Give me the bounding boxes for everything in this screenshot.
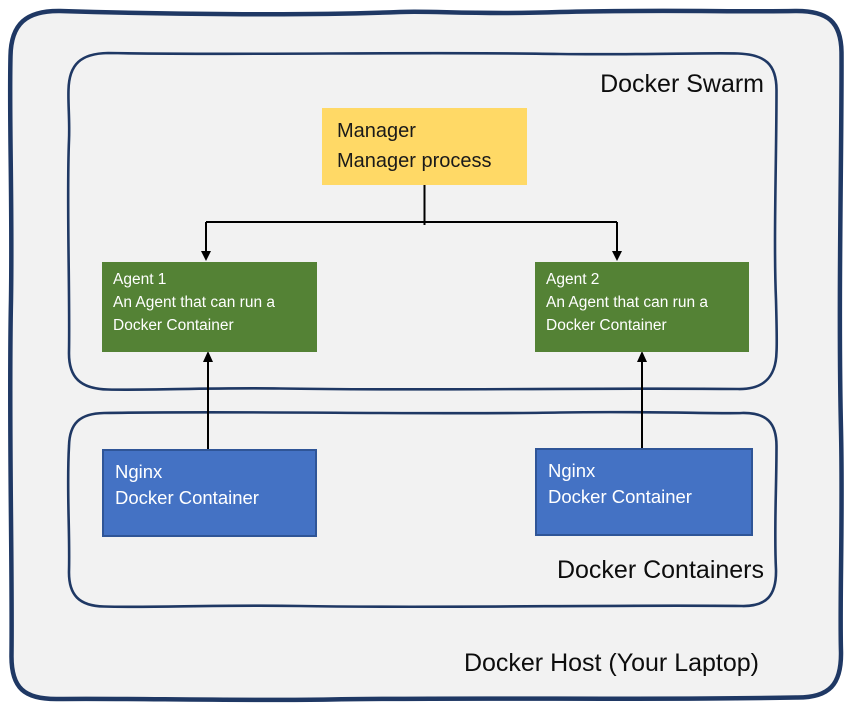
arrowhead-to-agent1: [201, 251, 211, 261]
nginx-2-title: Nginx: [548, 460, 596, 481]
nginx-2-subtitle: Docker Container: [548, 486, 692, 507]
nginx-container-1-node: Nginx Docker Container: [102, 449, 317, 537]
arrowhead-nginx2-agent2: [637, 351, 647, 362]
agent-2-title: Agent 2: [546, 271, 600, 288]
docker-host-label: Docker Host (Your Laptop): [463, 649, 759, 677]
agent-2-node: Agent 2 An Agent that can run a Docker C…: [535, 262, 749, 352]
docker-swarm-outline: [66, 51, 779, 392]
manager-node: Manager Manager process: [322, 108, 527, 185]
nginx-1-title: Nginx: [115, 461, 163, 482]
manager-subtitle: Manager process: [337, 150, 492, 172]
docker-containers-outline: [66, 410, 778, 609]
agent-1-description: An Agent that can run a Docker Container: [113, 294, 276, 334]
docker-containers-label: Docker Containers: [556, 556, 764, 584]
agent-2-description: An Agent that can run a Docker Container: [546, 294, 709, 334]
manager-title: Manager: [337, 120, 416, 142]
agent-1-title: Agent 1: [113, 271, 167, 288]
agent-1-node: Agent 1 An Agent that can run a Docker C…: [102, 262, 317, 352]
docker-swarm-label: Docker Swarm: [600, 70, 764, 98]
arrowhead-nginx1-agent1: [203, 351, 213, 362]
nginx-container-2-node: Nginx Docker Container: [535, 448, 753, 536]
arrowhead-to-agent2: [612, 251, 622, 261]
nginx-1-subtitle: Docker Container: [115, 487, 259, 508]
